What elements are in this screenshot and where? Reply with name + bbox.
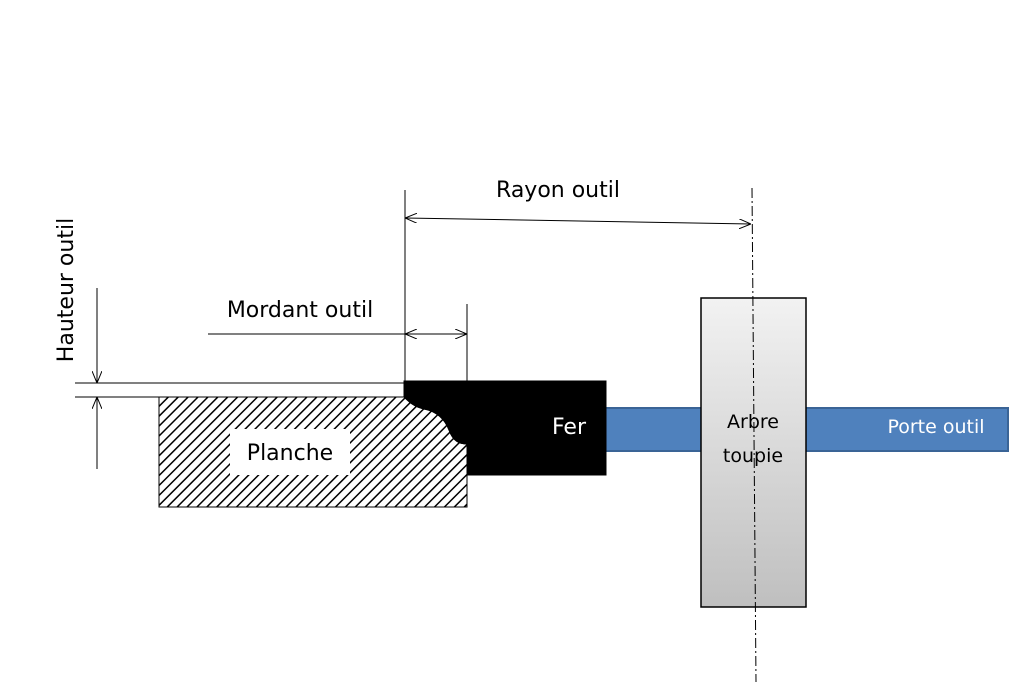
spindle-axis-line <box>751 187 757 682</box>
fer-cutter <box>403 380 607 476</box>
toupie-label: toupie <box>723 445 783 467</box>
mordant-outil-label: Mordant outil <box>227 298 373 323</box>
porte-outil-label: Porte outil <box>887 416 984 438</box>
rayon-outil-label: Rayon outil <box>496 178 620 203</box>
rayon-dimension-line <box>405 218 751 224</box>
fer-label: Fer <box>552 415 587 440</box>
arbre-label: Arbre <box>727 411 779 433</box>
planche-label-box <box>230 429 350 475</box>
arbre-toupie-block <box>700 297 807 608</box>
planche-label: Planche <box>247 441 333 466</box>
hauteur-outil-label: Hauteur outil <box>54 218 79 362</box>
